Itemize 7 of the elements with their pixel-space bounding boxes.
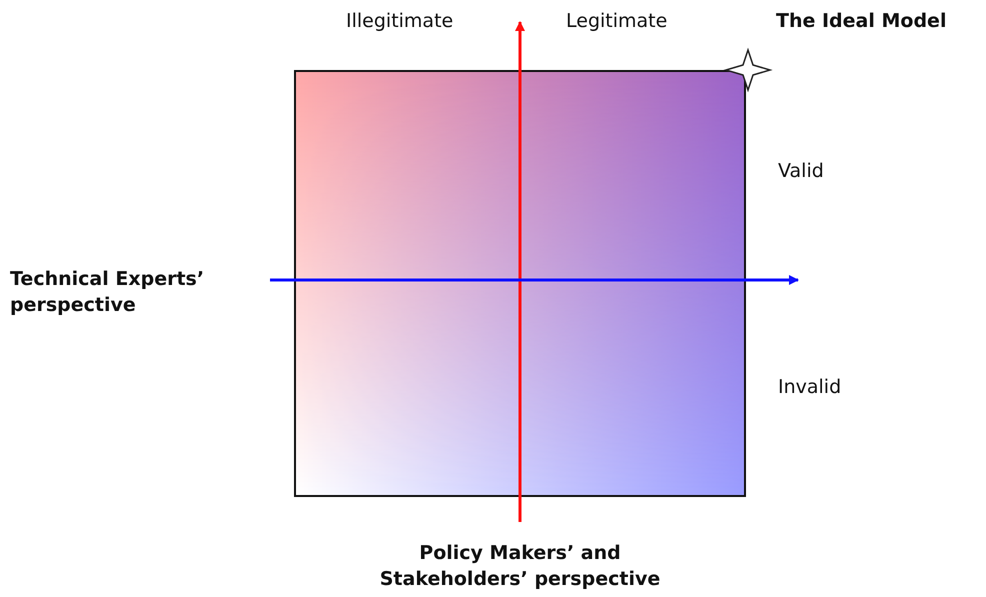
axis-label: Valid <box>778 159 825 184</box>
axis-label: Legitimate <box>566 9 668 34</box>
axis-label: Technical Experts’ perspective <box>10 267 206 318</box>
axis-label: Policy Makers’ and Stakeholders’ perspective <box>378 541 662 592</box>
axis-label: Invalid <box>778 375 842 400</box>
axis-label: The Ideal Model <box>776 9 948 34</box>
axis-label: Illegitimate <box>346 9 454 34</box>
